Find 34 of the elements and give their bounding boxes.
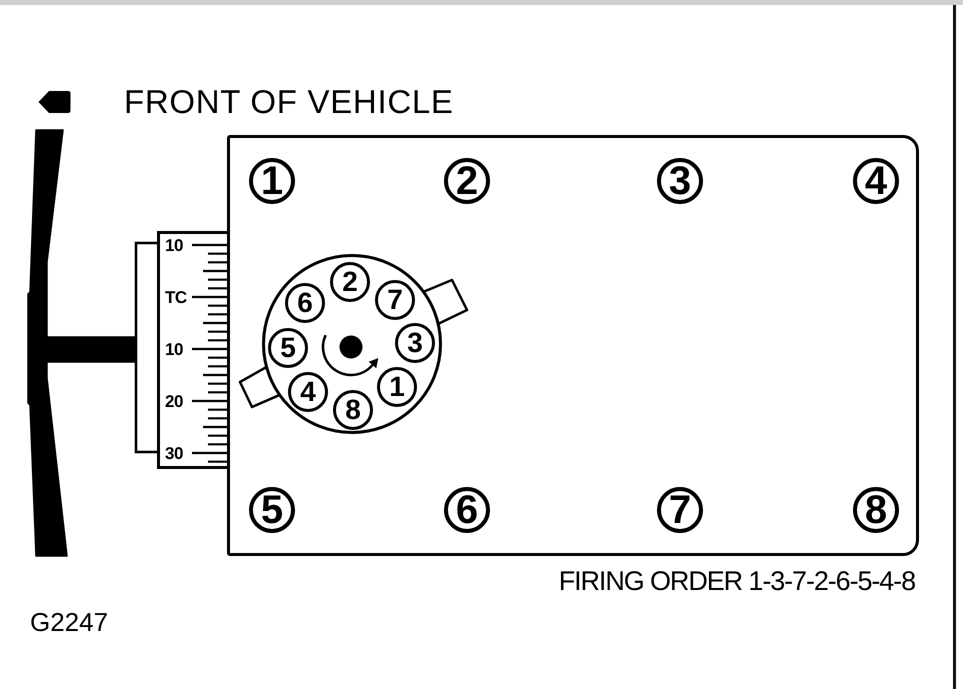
terminal-number: 6 [297,289,313,317]
cylinder-number: 1 [260,161,284,201]
cylinder-circle [657,158,703,204]
cylinder-number: 4 [864,161,888,201]
terminal-number: 2 [342,268,358,296]
scale-label: 30 [165,444,183,462]
cylinder-number: 5 [260,490,284,530]
cylinder-circle [444,158,490,204]
cylinder-number: 2 [456,161,478,201]
terminal-number: 1 [389,373,405,401]
cylinder-circle [853,158,899,204]
scale-label: 10 [165,236,183,254]
distributor-cap [237,253,470,435]
cylinder-number: 8 [864,490,888,530]
terminal-number: 8 [345,396,361,424]
cylinder-circle [444,487,490,533]
firing-order-label: FIRING ORDER 1-3-7-2-6-5-4-8 [558,568,915,595]
engine-block [227,135,919,556]
cylinder-circle [249,158,295,204]
terminal-number: 3 [407,329,423,357]
cylinder-circle [853,487,899,533]
cylinder-number: 7 [668,490,692,530]
scale-label: TC [165,288,187,306]
terminal-number: 7 [387,286,403,314]
cylinder-number: 6 [456,490,478,530]
cylinder-circle [657,487,703,533]
direction-label: FRONT OF VEHICLE [124,85,454,118]
cylinder-circle [249,487,295,533]
terminal-number: 5 [280,334,296,362]
cylinder-number: 3 [668,161,692,201]
terminal-number: 4 [300,378,316,406]
figure-number: G2247 [30,609,108,635]
scale-label: 10 [165,340,183,358]
scale-label: 20 [165,392,183,410]
